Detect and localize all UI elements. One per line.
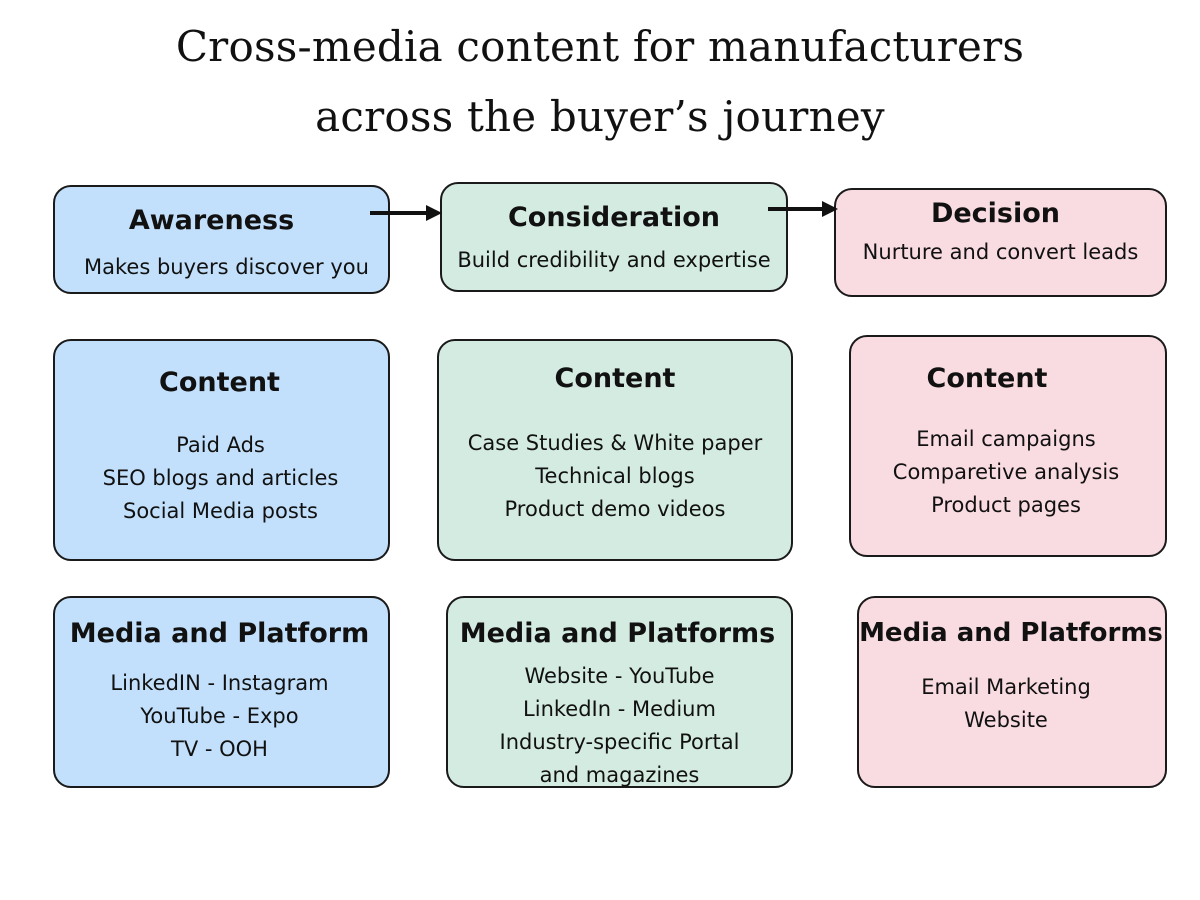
stage-awareness-title: Awareness [128, 205, 295, 236]
media-item: Website [964, 708, 1048, 732]
stage-awareness-description: Makes buyers discover you [84, 255, 369, 279]
media-item: Email Marketing [921, 675, 1091, 699]
content-awareness-list: Paid Ads SEO blogs and articles Social M… [53, 429, 388, 528]
content-consideration: Content Case Studies & White paper Techn… [437, 339, 793, 561]
stage-awareness: Awareness Makes buyers discover you [53, 185, 390, 294]
stage-consideration: Consideration Build credibility and expe… [440, 182, 788, 292]
stage-decision-title: Decision [930, 198, 1061, 229]
stage-decision-description: Nurture and convert leads [862, 240, 1139, 264]
content-item: Product pages [931, 493, 1081, 517]
content-decision: Content Email campaigns Comparetive anal… [849, 335, 1167, 557]
media-item: LinkedIN - Instagram [110, 671, 329, 695]
content-consideration-list: Case Studies & White paper Technical blo… [439, 427, 791, 526]
media-item: LinkedIn - Medium [523, 697, 716, 721]
stage-consideration-title: Consideration [507, 202, 721, 233]
content-decision-list: Email campaigns Comparetive analysis Pro… [847, 423, 1165, 522]
media-awareness-list: LinkedIN - Instagram YouTube - Expo TV -… [51, 667, 388, 766]
media-decision-heading: Media and Platforms [859, 618, 1163, 648]
content-consideration-heading: Content [554, 363, 676, 394]
content-item: Technical blogs [535, 464, 695, 488]
content-item: Case Studies & White paper [467, 431, 763, 455]
arrow-right-icon [370, 205, 442, 221]
content-item: Email campaigns [916, 427, 1096, 451]
media-awareness-heading: Media and Platform [69, 618, 370, 649]
media-consideration: Media and Platforms Website - YouTube Li… [446, 596, 793, 788]
media-awareness: Media and Platform LinkedIN - Instagram … [53, 596, 390, 788]
media-item: TV - OOH [171, 737, 268, 761]
content-item: Product demo videos [504, 497, 726, 521]
media-item: Industry-specific Portal [499, 730, 740, 754]
diagram-title-line-1: Cross-media content for manufacturers [175, 22, 1025, 71]
content-item: Paid Ads [176, 433, 265, 457]
content-item: Social Media posts [123, 499, 318, 523]
content-awareness: Content Paid Ads SEO blogs and articles … [53, 339, 390, 561]
content-awareness-heading: Content [159, 367, 280, 398]
media-decision-list: Email Marketing Website [847, 671, 1165, 737]
stage-decision: Decision Nurture and convert leads [834, 188, 1167, 297]
content-item: Comparetive analysis [892, 460, 1120, 484]
media-consideration-list: Website - YouTube LinkedIn - Medium Indu… [448, 660, 791, 792]
stage-consideration-description: Build credibility and expertise [457, 248, 771, 272]
media-decision: Media and Platforms Email Marketing Webs… [857, 596, 1167, 788]
diagram-title-line-2: across the buyer’s journey [315, 92, 885, 141]
content-item: SEO blogs and articles [102, 466, 339, 490]
arrow-right-icon [768, 201, 838, 217]
content-decision-heading: Content [926, 363, 1048, 394]
media-consideration-heading: Media and Platforms [459, 618, 776, 649]
media-item: YouTube - Expo [140, 704, 299, 728]
media-item: Website - YouTube [524, 664, 715, 688]
media-item: and magazines [539, 763, 700, 787]
